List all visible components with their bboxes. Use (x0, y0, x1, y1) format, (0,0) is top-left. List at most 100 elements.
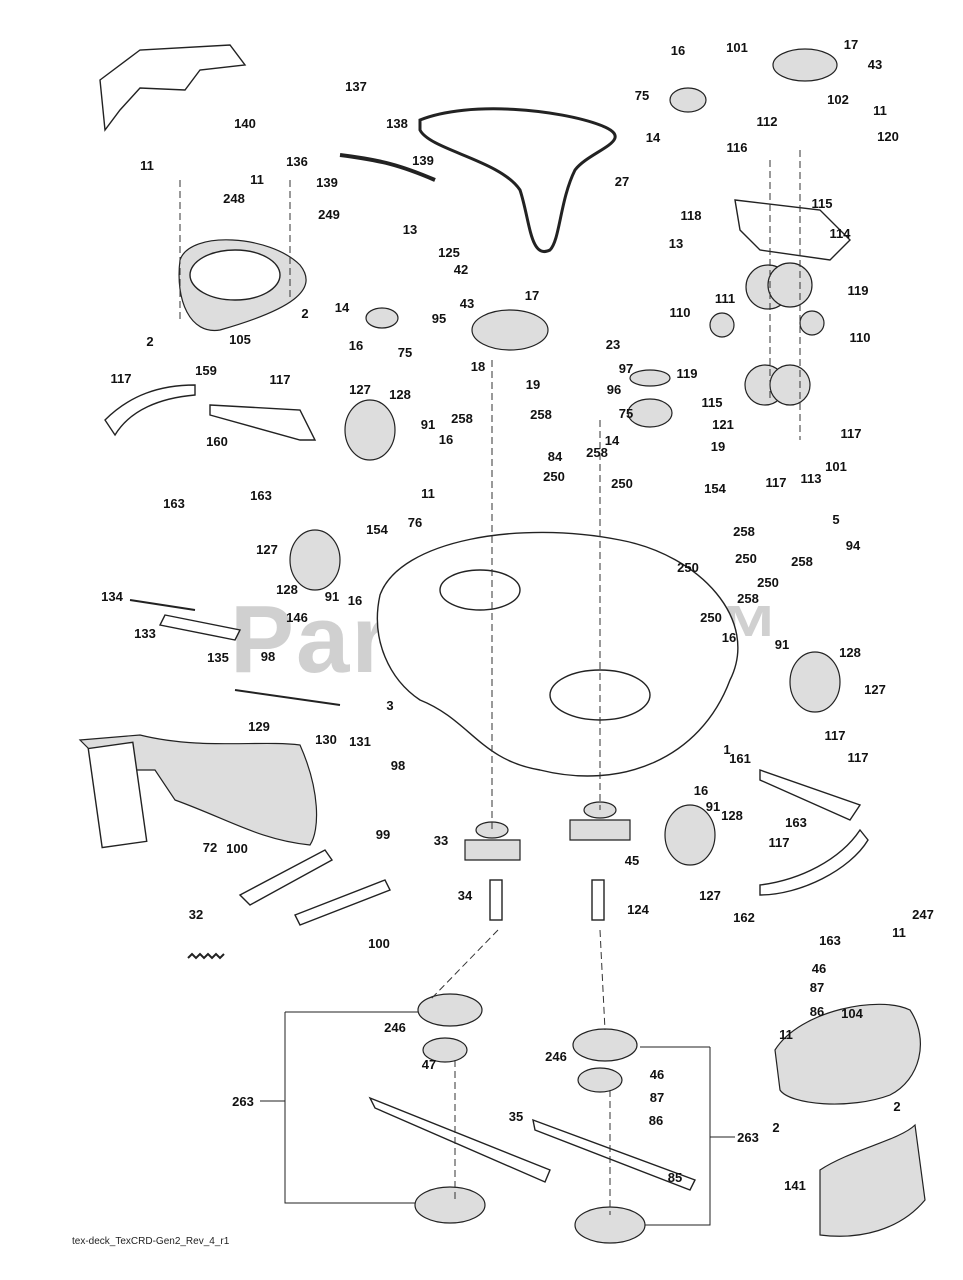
part-number-label: 14 (335, 300, 350, 315)
part-number-label: 114 (830, 226, 852, 241)
part-number-label: 3 (386, 698, 393, 713)
part-number-label: 76 (408, 515, 422, 530)
part-number-label: 45 (625, 853, 639, 868)
part-number-label: 75 (619, 406, 633, 421)
part-number-label: 249 (318, 207, 340, 222)
part-number-label: 117 (270, 372, 291, 387)
part-number-label: 98 (261, 649, 275, 664)
part-number-label: 91 (706, 799, 720, 814)
part-number-label: 138 (386, 116, 408, 131)
part-number-label: 85 (668, 1170, 682, 1185)
belt-27 (418, 107, 617, 254)
part-number-label: 258 (737, 591, 759, 606)
part-number-label: 102 (827, 92, 849, 107)
gauge-wheel-128 (344, 399, 396, 461)
part-number-label: 248 (223, 191, 245, 206)
part-number-label: 125 (438, 245, 460, 260)
part-number-label: 110 (670, 305, 691, 320)
part-number-label: 161 (729, 751, 751, 766)
part-number-label: 129 (248, 719, 270, 734)
part-number-label: 128 (389, 387, 411, 402)
bracket-162 (759, 828, 869, 896)
part-number-label: 128 (276, 582, 298, 597)
part-number-label: 119 (848, 283, 869, 298)
part-number-label: 246 (384, 1020, 406, 1035)
gauge-wheel-128 (789, 651, 841, 713)
part-number-label: 91 (775, 637, 789, 652)
part-number-label: 130 (315, 732, 337, 747)
gear-110 (709, 312, 735, 338)
part-number-label: 140 (234, 116, 256, 131)
part-number-label: 2 (301, 306, 308, 321)
part-number-label: 258 (451, 411, 473, 426)
bracket-161 (759, 769, 862, 821)
pulley-43 (772, 48, 838, 82)
part-number-label: 117 (841, 426, 862, 441)
guard-141 (819, 1123, 926, 1237)
part-number-label: 117 (825, 728, 846, 743)
part-number-label: 13 (403, 222, 417, 237)
gauge-wheel-128 (289, 529, 341, 591)
part-number-label: 137 (345, 79, 367, 94)
part-number-label: 42 (454, 262, 468, 277)
shaft-34 (489, 879, 503, 921)
part-number-label: 32 (189, 907, 203, 922)
hose-138 (339, 153, 436, 182)
part-number-label: 113 (801, 471, 822, 486)
washer-97 (629, 369, 671, 387)
idler-75 (365, 307, 399, 329)
part-number-label: 23 (606, 337, 620, 352)
part-number-label: 99 (376, 827, 390, 842)
part-number-label: 139 (316, 175, 338, 190)
part-number-label: 124 (627, 902, 649, 917)
part-number-label: 246 (545, 1049, 567, 1064)
part-number-label: 95 (432, 311, 446, 326)
part-number-label: 11 (892, 925, 906, 940)
part-number-label: 14 (646, 130, 661, 145)
part-number-label: 18 (471, 359, 485, 374)
part-number-label: 34 (458, 888, 473, 903)
plate-133 (158, 614, 242, 641)
part-number-label: 101 (726, 40, 748, 55)
part-number-label: 91 (421, 417, 435, 432)
part-number-label: 263 (232, 1094, 254, 1109)
part-number-label: 115 (702, 395, 723, 410)
part-number-label: 139 (412, 153, 434, 168)
spindle-33 (464, 839, 521, 861)
part-number-label: 163 (819, 933, 841, 948)
part-number-label: 131 (349, 734, 371, 749)
part-number-label: 247 (912, 907, 934, 922)
part-number-label: 160 (206, 434, 228, 449)
part-number-label: 159 (195, 363, 217, 378)
part-number-label: 72 (203, 840, 217, 855)
rod-129 (234, 689, 341, 706)
chute-guard-140 (99, 44, 247, 132)
part-number-label: 135 (207, 650, 229, 665)
part-number-label: 250 (757, 575, 779, 590)
part-number-label: 127 (864, 682, 886, 697)
bracket-160 (209, 404, 317, 441)
part-number-label: 258 (586, 445, 608, 460)
part-number-label: 258 (530, 407, 552, 422)
part-number-label: 5 (832, 512, 839, 527)
chute-bracket-99 (294, 879, 391, 926)
part-number-label: 35 (509, 1109, 523, 1124)
part-number-label: 258 (733, 524, 755, 539)
part-number-label: 17 (844, 37, 858, 52)
discharge-chute-72 (78, 734, 318, 846)
part-number-label: 2 (772, 1120, 779, 1135)
blade-adapter-263 (417, 993, 483, 1027)
part-number-label: 117 (769, 835, 790, 850)
bracket-118 (734, 199, 851, 261)
spring-32 (187, 952, 225, 960)
part-number-label: 105 (229, 332, 251, 347)
part-number-label: 11 (873, 103, 887, 118)
part-number-label: 11 (779, 1027, 793, 1042)
part-number-label: 84 (548, 449, 563, 464)
spindle-45 (569, 819, 631, 841)
part-number-label: 133 (134, 626, 156, 641)
part-number-label: 97 (619, 361, 633, 376)
gear-110 (799, 310, 825, 336)
